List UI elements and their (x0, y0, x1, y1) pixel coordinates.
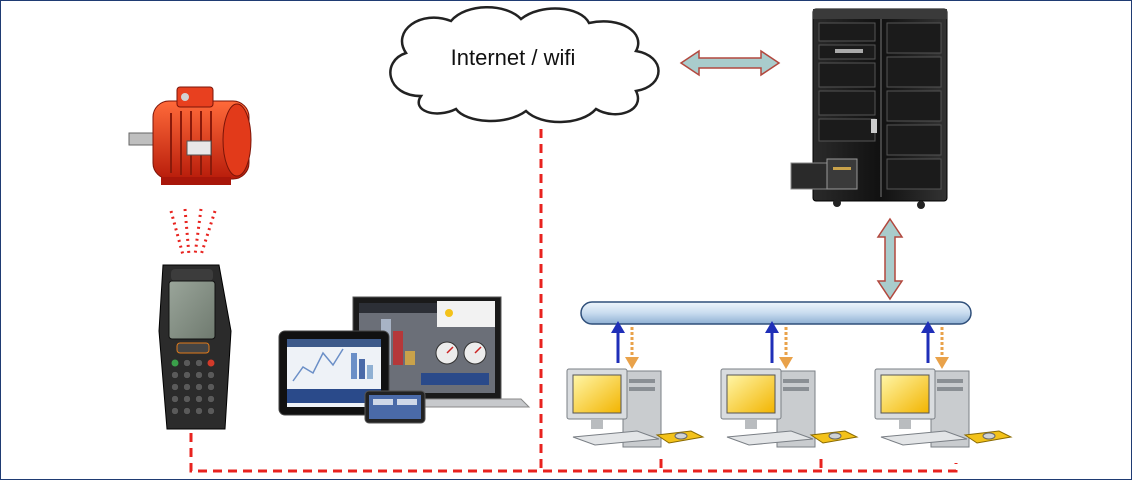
bus-arrows (611, 321, 949, 369)
electric-motor-image (128, 86, 252, 185)
server-rack-image (790, 8, 948, 209)
cloud-label: Internet / wifi (451, 45, 576, 70)
down-arrow-ws3 (935, 327, 949, 369)
workstation-image (720, 368, 859, 448)
cloud-shape (389, 6, 660, 124)
up-arrow-ws2 (765, 321, 779, 363)
wireless-signal (169, 208, 217, 256)
internet-cloud: Internet / wifi (389, 6, 660, 124)
laptop-tablet-dashboard-image (278, 296, 531, 424)
double-arrow-cloud-server (679, 49, 781, 77)
double-arrow-server-bus (876, 217, 904, 301)
workstation-image (566, 368, 705, 448)
down-arrow-ws1 (625, 327, 639, 369)
workstation-image (874, 368, 1013, 448)
up-arrow-ws1 (611, 321, 625, 363)
network-bus-pipe (580, 301, 972, 325)
up-arrow-ws3 (921, 321, 935, 363)
handheld-scanner-image (158, 264, 232, 430)
down-arrow-ws2 (779, 327, 793, 369)
dashed-network-links (189, 129, 958, 473)
link-bottom-bus (189, 433, 958, 473)
